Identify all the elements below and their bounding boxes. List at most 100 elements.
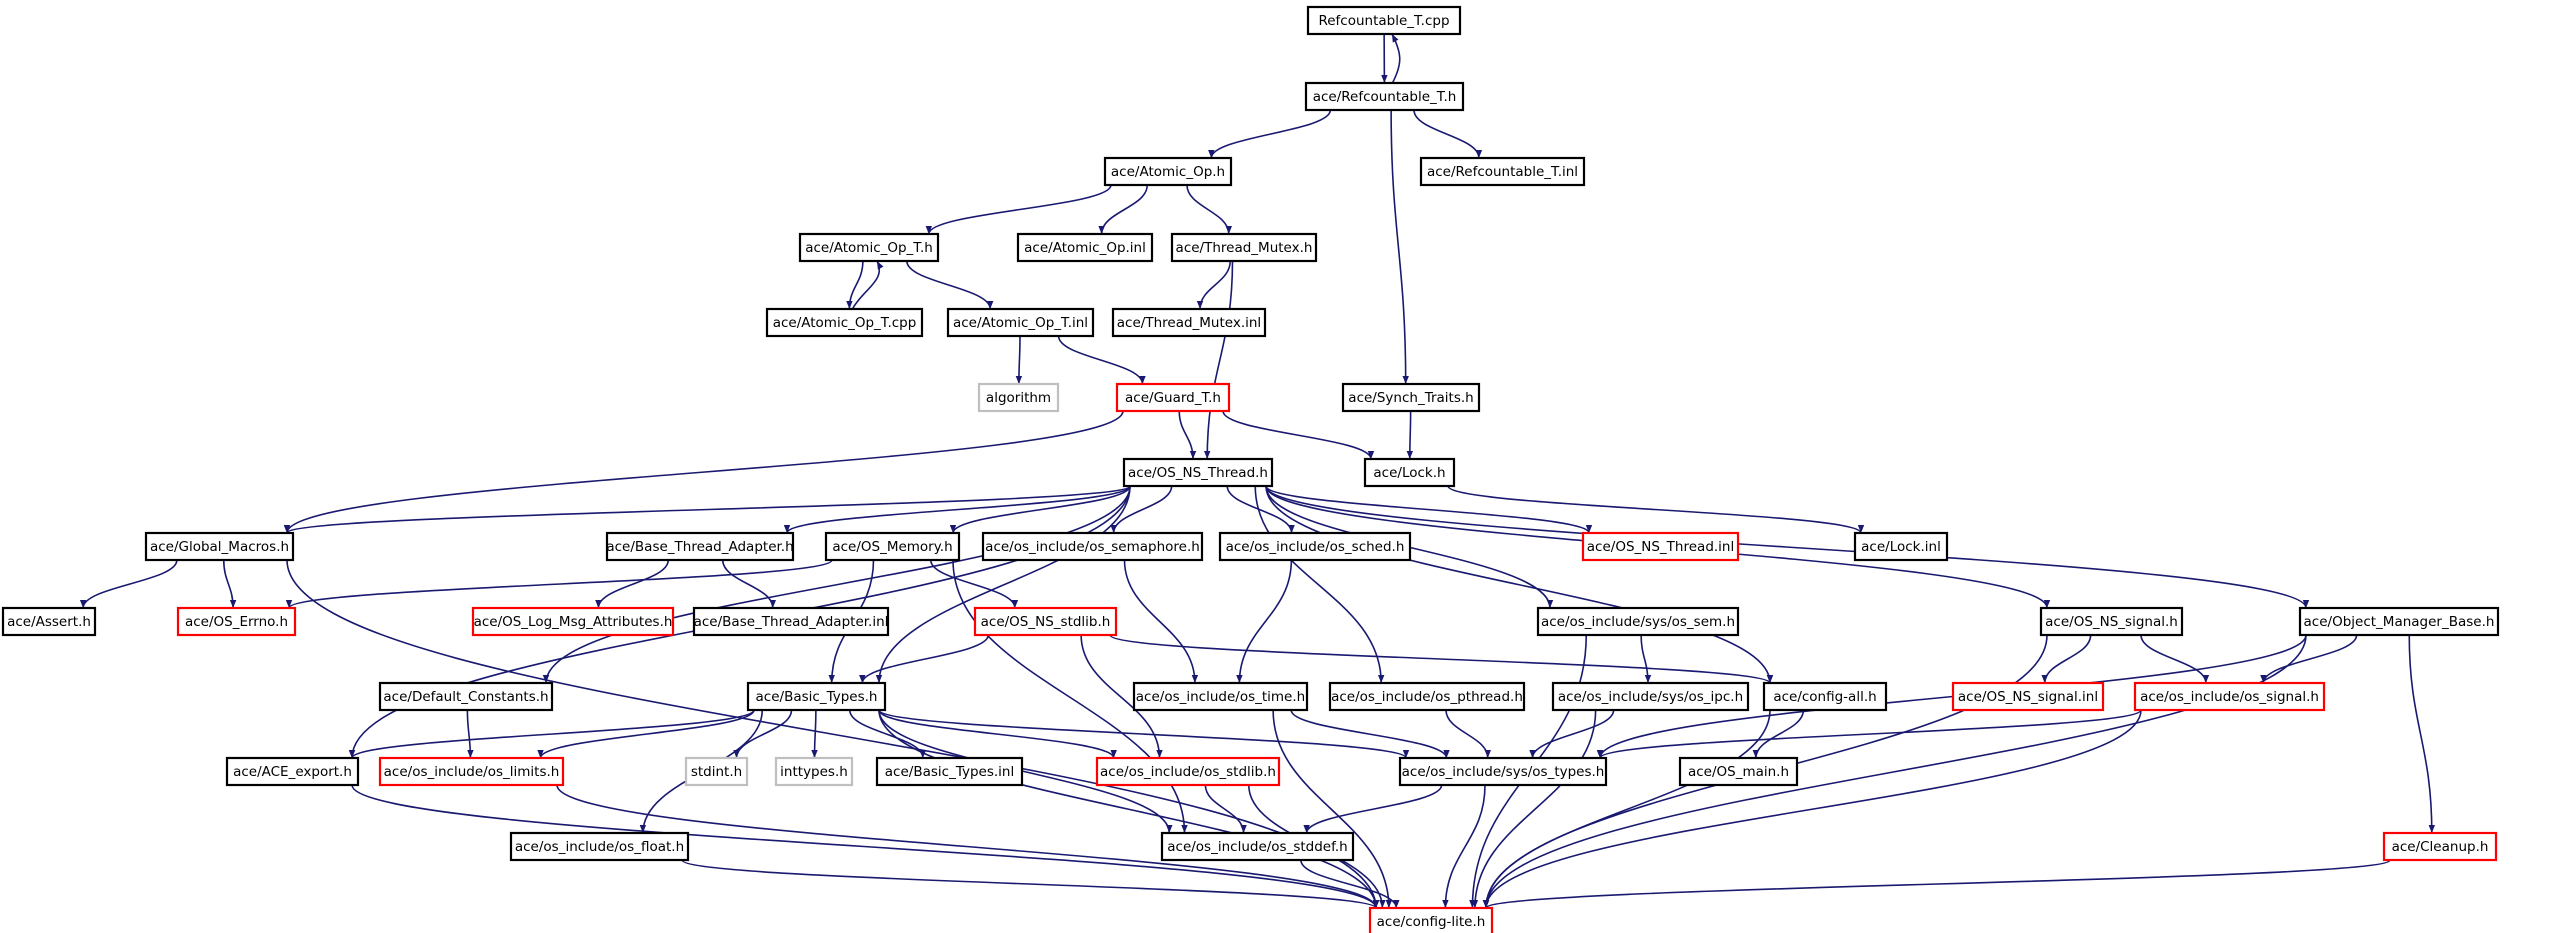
edge-configall-to-configlite (1482, 709, 1771, 909)
node-lock-h[interactable]: ace/Lock.h (1363, 457, 1456, 488)
node-lock-inl[interactable]: ace/Lock.inl (1853, 531, 1949, 562)
svg-text:ace/OS_NS_stdlib.h: ace/OS_NS_stdlib.h (981, 614, 1111, 630)
node-algorithm[interactable]: algorithm (977, 382, 1060, 413)
svg-text:ace/os_include/os_time.h: ace/os_include/os_time.h (1136, 689, 1305, 705)
edge-systypes-to-configlite (1442, 784, 1486, 909)
edge-ospthread-to-systypes (1445, 709, 1491, 759)
node-atomic-op-t-h[interactable]: ace/Atomic_Op_T.h (798, 232, 940, 263)
edge-ossignal-to-ossignalinl (2041, 634, 2092, 684)
node-sys-os-types-h[interactable]: ace/os_include/sys/os_types.h (1398, 756, 1608, 787)
svg-text:ace/Atomic_Op.h: ace/Atomic_Op.h (1111, 164, 1225, 180)
node-os-include-os-signal-h[interactable]: ace/os_include/os_signal.h (2133, 681, 2326, 712)
node-atomic-op-t-cpp[interactable]: ace/Atomic_Op_T.cpp (765, 307, 924, 338)
node-os-ns-signal-inl[interactable]: ace/OS_NS_signal.inl (1951, 681, 2105, 712)
node-guard-t-h[interactable]: ace/Guard_T.h (1115, 382, 1231, 413)
node-inttypes-h[interactable]: inttypes.h (774, 756, 854, 787)
svg-text:ace/Global_Macros.h: ace/Global_Macros.h (150, 539, 289, 555)
edge-basictypes-to-incstdlib (878, 709, 1117, 759)
svg-text:ace/os_include/os_stdlib.h: ace/os_include/os_stdlib.h (1100, 764, 1276, 780)
edge-cleanup-to-configlite (1483, 859, 2391, 909)
edge-globalmacros-to-assert (79, 559, 178, 609)
node-os-sched-h[interactable]: ace/os_include/os_sched.h (1218, 531, 1412, 562)
edge-refh-to-refinl (1413, 109, 1483, 159)
node-os-ns-thread-h[interactable]: ace/OS_NS_Thread.h (1122, 457, 1274, 488)
node-basic-types-inl[interactable]: ace/Basic_Types.inl (875, 756, 1024, 787)
node-os-errno-h[interactable]: ace/OS_Errno.h (176, 606, 297, 637)
edge-basictypes-to-oslimits (537, 709, 755, 759)
node-refcountable-t-h[interactable]: ace/Refcountable_T.h (1304, 81, 1465, 112)
node-thread-mutex-h[interactable]: ace/Thread_Mutex.h (1170, 232, 1318, 263)
node-refcountable-t-cpp[interactable]: Refcountable_T.cpp (1306, 5, 1462, 36)
node-atomic-op-t-inl[interactable]: ace/Atomic_Op_T.inl (946, 307, 1095, 338)
edge-systypes-to-osstddef (1303, 784, 1443, 834)
edge-osthread-to-globalmacros (284, 485, 1131, 534)
svg-text:ace/Atomic_Op_T.inl: ace/Atomic_Op_T.inl (953, 315, 1088, 331)
node-global-macros-h[interactable]: ace/Global_Macros.h (144, 531, 295, 562)
edge-basictypes-to-systypes (878, 709, 1410, 759)
edge-atomic-to-atomicT (925, 184, 1112, 235)
edge-tmutex-to-osthread (1204, 260, 1234, 460)
edge-guard-to-globalmacros (283, 410, 1124, 534)
edge-atomicTcpp-to-atomicT (851, 260, 884, 310)
edge-osstdlib-to-configall (1109, 634, 1773, 684)
edge-synch-to-lock (1406, 410, 1414, 460)
edge-osthread-to-objmgr (1265, 485, 2310, 609)
svg-text:ace/OS_NS_Thread.inl: ace/OS_NS_Thread.inl (1587, 539, 1734, 555)
node-os-main-h[interactable]: ace/OS_main.h (1678, 756, 1799, 787)
edge-atomicT-to-atomicTcpp (846, 260, 864, 310)
node-os-ns-stdlib-h[interactable]: ace/OS_NS_stdlib.h (973, 606, 1118, 637)
edge-ossignal-to-incsignal (2140, 634, 2210, 684)
svg-text:ace/os_include/sys/os_ipc.h: ace/os_include/sys/os_ipc.h (1558, 689, 1743, 705)
edge-osthread-to-ossem (1110, 485, 1173, 534)
svg-text:ace/OS_NS_signal.inl: ace/OS_NS_signal.inl (1958, 689, 2098, 705)
node-os-pthread-h[interactable]: ace/os_include/os_pthread.h (1328, 681, 1526, 712)
node-stdint-h[interactable]: stdint.h (684, 756, 749, 787)
node-config-all-h[interactable]: ace/config-all.h (1762, 681, 1888, 712)
node-os-log-msg-attributes-h[interactable]: ace/OS_Log_Msg_Attributes.h (471, 606, 675, 637)
node-assert-h[interactable]: ace/Assert.h (1, 606, 97, 637)
svg-text:ace/os_include/os_signal.h: ace/os_include/os_signal.h (2140, 689, 2319, 705)
edge-aceexport-to-configlite (351, 784, 1380, 909)
svg-text:ace/Basic_Types.h: ace/Basic_Types.h (756, 689, 878, 705)
node-ace-export-h[interactable]: ace/ACE_export.h (225, 756, 360, 787)
svg-text:ace/Refcountable_T.h: ace/Refcountable_T.h (1313, 89, 1457, 105)
node-config-lite-h[interactable]: ace/config-lite.h (1368, 906, 1494, 933)
edge-osmemory-to-oserrno (286, 559, 833, 609)
node-default-constants-h[interactable]: ace/Default_Constants.h (378, 681, 554, 712)
node-os-semaphore-h[interactable]: ace/os_include/os_semaphore.h (981, 531, 1204, 562)
node-cleanup-h[interactable]: ace/Cleanup.h (2382, 831, 2498, 862)
node-base-thread-adapter-inl[interactable]: ace/Base_Thread_Adapter.inl (692, 606, 890, 637)
svg-text:ace/Base_Thread_Adapter.inl: ace/Base_Thread_Adapter.inl (694, 614, 889, 630)
node-os-ns-signal-h[interactable]: ace/OS_NS_signal.h (2039, 606, 2184, 637)
edge-osthread-to-basethread (783, 485, 1131, 534)
edge-osstddef-to-configlite (1300, 859, 1400, 909)
edge-sysipc-to-systypes (1529, 709, 1615, 759)
node-os-time-h[interactable]: ace/os_include/os_time.h (1132, 681, 1309, 712)
node-sys-os-ipc-h[interactable]: ace/os_include/sys/os_ipc.h (1551, 681, 1750, 712)
node-atomic-op-h[interactable]: ace/Atomic_Op.h (1103, 156, 1233, 187)
node-object-manager-base-h[interactable]: ace/Object_Manager_Base.h (2298, 606, 2500, 637)
node-os-ns-thread-inl[interactable]: ace/OS_NS_Thread.inl (1581, 531, 1740, 562)
node-sys-os-sem-h[interactable]: ace/os_include/sys/os_sem.h (1536, 606, 1740, 637)
node-atomic-op-inl[interactable]: ace/Atomic_Op.inl (1016, 232, 1154, 263)
node-os-stddef-h[interactable]: ace/os_include/os_stddef.h (1160, 831, 1355, 862)
node-base-thread-adapter-h[interactable]: ace/Base_Thread_Adapter.h (605, 531, 795, 562)
node-os-float-h[interactable]: ace/os_include/os_float.h (509, 831, 690, 862)
svg-text:ace/Thread_Mutex.inl: ace/Thread_Mutex.inl (1117, 315, 1261, 331)
node-os-include-os-stdlib-h[interactable]: ace/os_include/os_stdlib.h (1095, 756, 1281, 787)
node-refcountable-t-inl[interactable]: ace/Refcountable_T.inl (1419, 156, 1586, 187)
svg-text:inttypes.h: inttypes.h (780, 764, 848, 780)
svg-text:ace/os_include/os_stddef.h: ace/os_include/os_stddef.h (1167, 839, 1347, 855)
edge-refh-to-root (1391, 33, 1401, 84)
svg-text:ace/Atomic_Op_T.h: ace/Atomic_Op_T.h (805, 240, 933, 256)
edge-tmutex-to-tmutexinl (1196, 260, 1232, 310)
node-os-limits-h[interactable]: ace/os_include/os_limits.h (378, 756, 565, 787)
svg-text:ace/Assert.h: ace/Assert.h (7, 614, 91, 630)
node-thread-mutex-inl[interactable]: ace/Thread_Mutex.inl (1111, 307, 1267, 338)
svg-text:ace/config-lite.h: ace/config-lite.h (1377, 914, 1486, 930)
node-synch-traits-h[interactable]: ace/Synch_Traits.h (1341, 382, 1481, 413)
svg-text:ace/Guard_T.h: ace/Guard_T.h (1125, 390, 1221, 406)
node-os-memory-h[interactable]: ace/OS_Memory.h (824, 531, 961, 562)
node-basic-types-h[interactable]: ace/Basic_Types.h (746, 681, 887, 712)
